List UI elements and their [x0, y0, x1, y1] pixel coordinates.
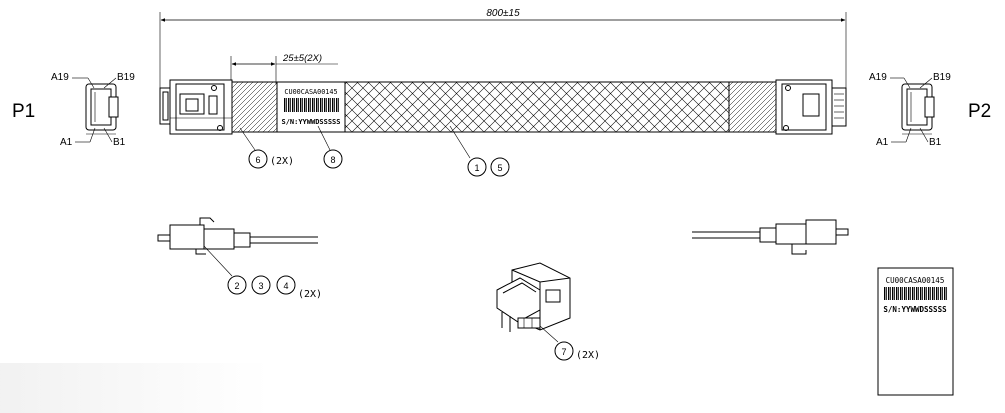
callout-8: 8 — [317, 125, 343, 169]
left-heatshrink — [231, 81, 278, 133]
callout-2-number: 2 — [234, 281, 239, 291]
p1-pin-a1: A1 — [60, 137, 73, 148]
braided-sleeve — [344, 81, 730, 133]
callout-4-number: 4 — [283, 281, 288, 291]
callout-7: 7 (2X) — [539, 325, 600, 361]
braid-offset-dimension: 25±5(2X) — [230, 53, 338, 84]
cable-label: CU00CASA00145 S/N:YYWWDSSSSS — [276, 81, 346, 133]
p2-end-view: P2 A19 B19 A1 B1 — [869, 72, 991, 148]
braid-offset-label: 25±5(2X) — [282, 53, 322, 64]
label-detail-barcode — [884, 287, 948, 300]
p2-pin-b19: B19 — [933, 72, 951, 83]
cable-assembly: CU00CASA00145 S/N:YYWWDSSSSS — [159, 79, 847, 135]
cable-label-serial: S/N:YYWWDSSSSS — [281, 118, 340, 126]
p1-pin-a19: A19 — [51, 72, 69, 83]
p2-pin-b1: B1 — [929, 137, 942, 148]
callout-7-number: 7 — [561, 347, 566, 357]
p1-pin-b19: B19 — [117, 72, 135, 83]
callout-7-qty: (2X) — [576, 350, 600, 361]
callout-3-number: 3 — [258, 281, 263, 291]
callout-4-qty: (2X) — [298, 289, 322, 300]
left-latch-side-view — [157, 217, 318, 255]
overall-length-label: 800±15 — [486, 8, 520, 19]
p2-pin-a19: A19 — [869, 72, 887, 83]
callout-8-number: 8 — [330, 155, 335, 165]
callout-1-number: 1 — [474, 163, 479, 173]
callout-6-number: 6 — [255, 155, 260, 165]
cable-label-barcode — [284, 98, 340, 112]
p1-label: P1 — [12, 101, 35, 122]
p1-end-view: P1 A19 B19 A1 B1 — [12, 72, 135, 148]
connector-iso-view — [496, 262, 571, 332]
callout-2-3-4: 2 3 4 (2X) — [203, 245, 322, 300]
callout-6: 6 (2X) — [239, 127, 294, 169]
p2-label: P2 — [968, 101, 991, 122]
label-detail: CU00CASA00145 S/N:YYWWDSSSSS — [877, 267, 954, 396]
p1-pin-b1: B1 — [113, 137, 126, 148]
right-heatshrink — [728, 81, 777, 133]
right-connector — [775, 79, 847, 135]
callout-5-number: 5 — [497, 163, 502, 173]
label-detail-part-number: CU00CASA00145 — [886, 276, 945, 285]
overall-length-dimension: 800±15 — [159, 8, 847, 88]
callout-1-5: 1 5 — [449, 125, 510, 177]
right-latch-side-view — [692, 219, 849, 255]
corner-shading — [0, 363, 270, 413]
left-connector — [159, 79, 233, 135]
label-detail-serial: S/N:YYWWDSSSSS — [883, 305, 947, 314]
cable-label-part-number: CU00CASA00145 — [284, 88, 337, 96]
callout-6-qty: (2X) — [270, 156, 294, 167]
p2-pin-a1: A1 — [876, 137, 889, 148]
